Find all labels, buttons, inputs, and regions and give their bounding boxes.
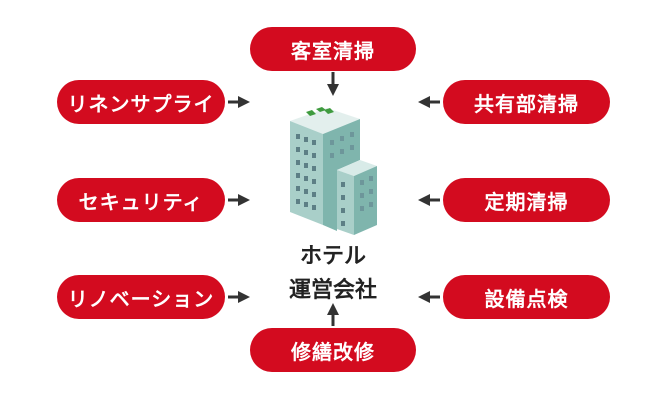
center-line-1: ホテル [299,244,366,269]
service-security: セキュリティ [57,178,225,222]
service-common-area-cleaning: 共有部清掃 [443,80,610,124]
service-periodic-cleaning: 定期清掃 [443,178,610,222]
service-linen-supply: リネンサプライ [57,80,225,124]
service-equipment-inspection: 設備点検 [443,275,610,319]
service-repair: 修繕改修 [250,328,416,372]
service-renovation: リノベーション [57,275,225,319]
service-room-cleaning: 客室清掃 [250,27,416,71]
center-line-2: 運営会社 [288,278,377,303]
building-icon [290,107,377,235]
hotel-operator-label: ホテル 運営会社 [258,240,408,308]
